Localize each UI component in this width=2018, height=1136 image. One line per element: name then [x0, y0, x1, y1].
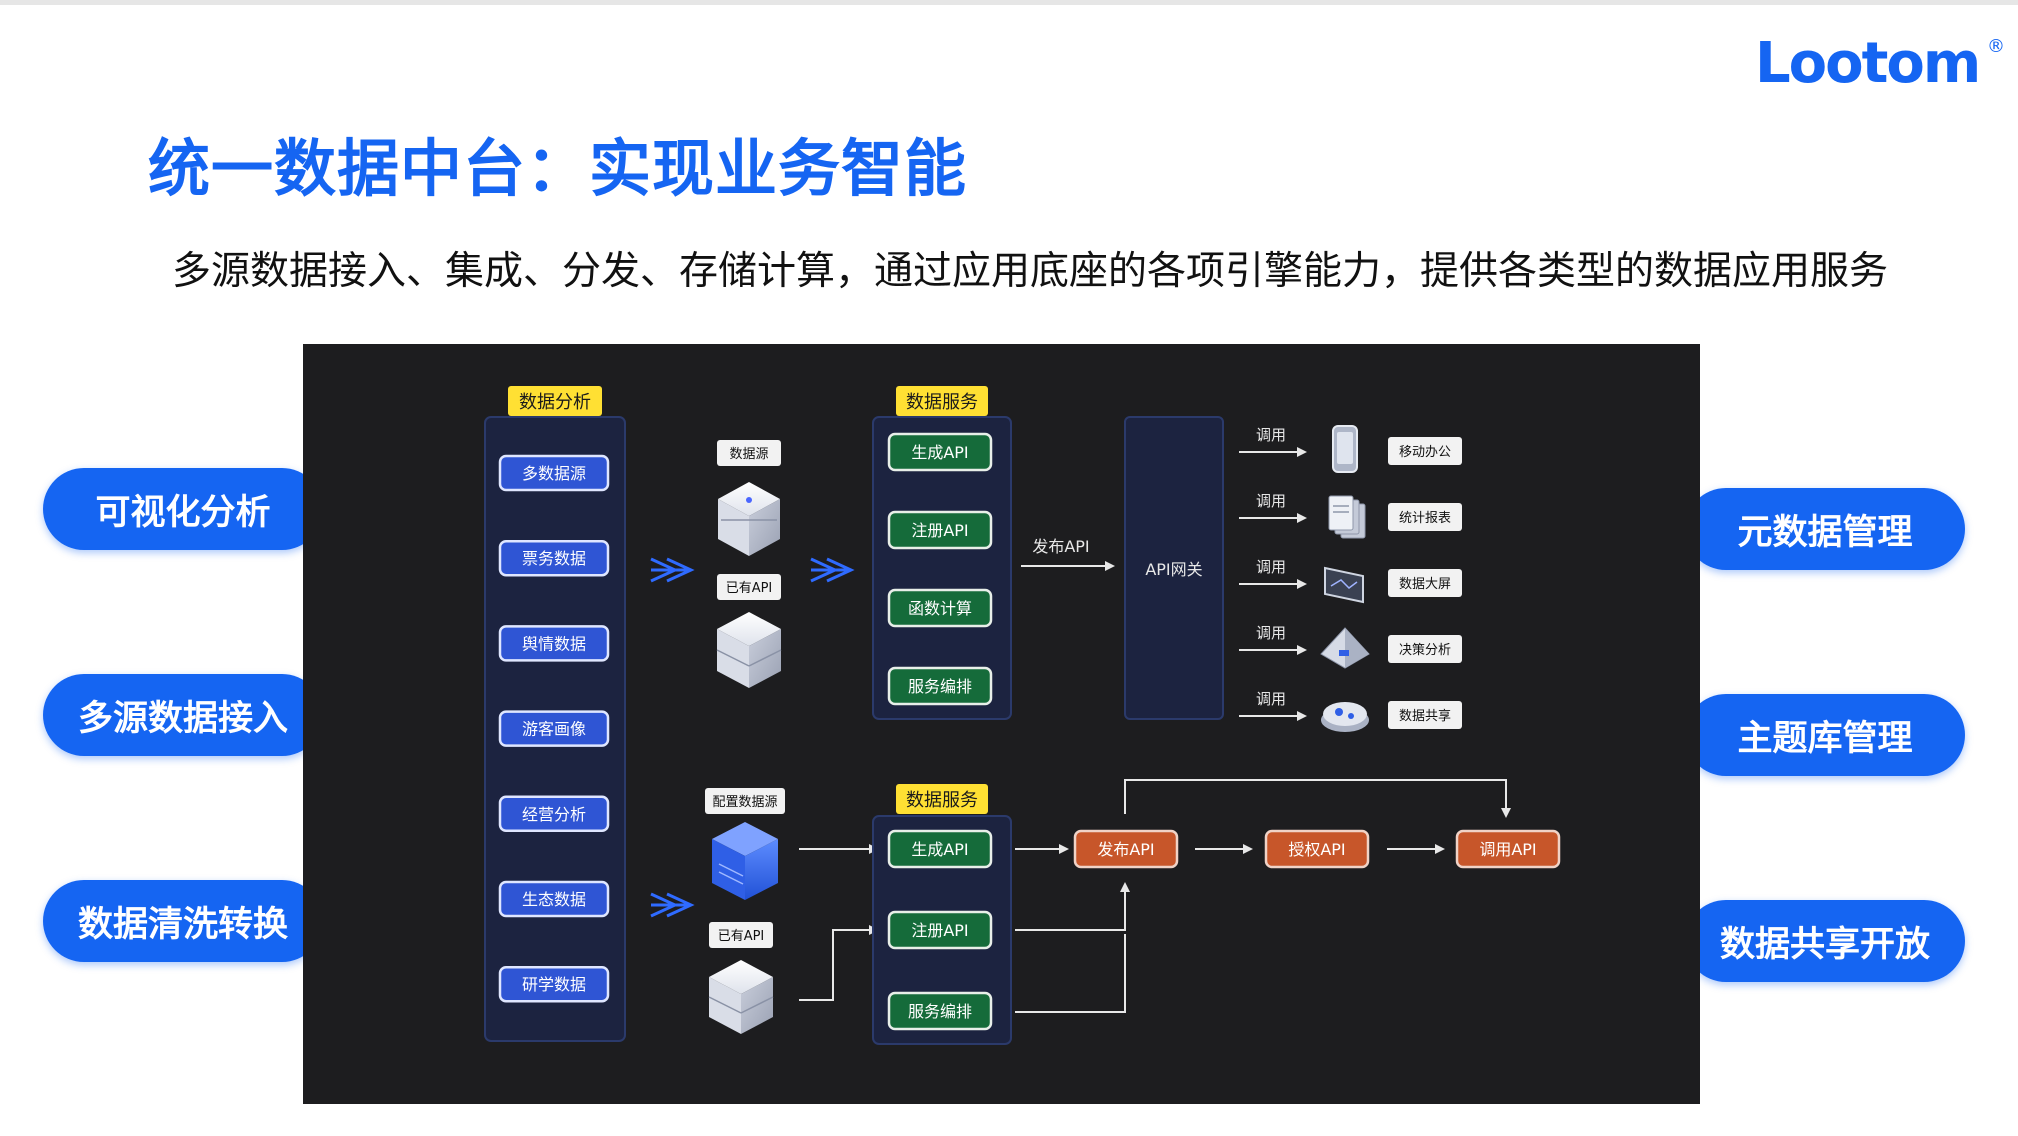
report-stack-icon — [1328, 495, 1366, 539]
analysis-item-1[interactable]: 票务数据 — [498, 539, 610, 577]
analysis-item-3-label: 游客画像 — [522, 720, 586, 739]
analysis-item-6[interactable]: 研学数据 — [498, 965, 610, 1003]
consumer-tag-3 — [1388, 635, 1462, 663]
analysis-item-1-label: 票务数据 — [522, 549, 586, 568]
analysis-tag-label: 数据分析 — [519, 392, 591, 413]
pipeline-item-2[interactable]: 调用API — [1455, 829, 1561, 869]
analysis-item-5[interactable]: 生态数据 — [498, 880, 610, 918]
pill-multi-source-ingest[interactable]: 多源数据接入 — [43, 674, 323, 756]
call-label-3: 调用 — [1256, 624, 1286, 642]
analysis-tag — [508, 386, 602, 416]
bottom-service-tag-label: 数据服务 — [906, 790, 978, 811]
pill-metadata-management[interactable]: 元数据管理 — [1685, 488, 1965, 570]
analysis-item-2[interactable]: 舆情数据 — [498, 625, 610, 662]
top-service-item-0-label: 生成API — [911, 443, 968, 462]
analysis-item-0-label: 多数据源 — [522, 464, 586, 483]
analysis-item-6-label: 研学数据 — [522, 975, 586, 994]
flow-chevron-1 — [650, 557, 695, 583]
bottom-existing-api-server-icon — [708, 960, 774, 1034]
bottom-service-item-1[interactable]: 注册API — [887, 910, 993, 950]
call-label-1: 调用 — [1256, 492, 1286, 510]
top-existing-api: 已有API — [716, 574, 782, 688]
bottom-service-item-0-label: 生成API — [911, 840, 968, 859]
lootom-logo: Lootom ® — [1755, 31, 2005, 90]
gateway-label: API网关 — [1145, 560, 1202, 579]
top-service-column: 数据服务 — [872, 386, 1012, 720]
top-service-item-1-label: 注册API — [911, 521, 968, 540]
call-label-4: 调用 — [1256, 690, 1286, 708]
pill-visual-analysis[interactable]: 可视化分析 — [43, 468, 323, 550]
consumer-label-4: 数据共享 — [1399, 708, 1451, 724]
page-title: 统一数据中台：实现业务智能 — [148, 132, 968, 205]
existing-api-server-icon — [716, 612, 782, 688]
cloud-share-icon — [1321, 702, 1369, 732]
bottom-service-item-2-label: 服务编排 — [908, 1002, 972, 1021]
analysis-item-3[interactable]: 游客画像 — [498, 710, 610, 747]
consumer-tag-0 — [1388, 437, 1462, 465]
register-to-publish-arrow — [1015, 882, 1130, 931]
analysis-item-4[interactable]: 经营分析 — [498, 795, 610, 833]
blue-datasource-icon — [712, 822, 778, 900]
pipeline-item-1[interactable]: 授权API — [1264, 829, 1370, 869]
top-service-item-1[interactable]: 注册API — [887, 510, 993, 550]
analysis-item-4-label: 经营分析 — [522, 805, 586, 824]
consumer-label-1: 统计报表 — [1399, 511, 1451, 526]
consumer-tag-1 — [1388, 503, 1462, 531]
pipeline-item-0[interactable]: 发布API — [1073, 829, 1179, 869]
config-datasource-label: 配置数据源 — [712, 795, 777, 810]
bottom-service-item-0[interactable]: 生成API — [887, 829, 993, 869]
consumer-label-0: 移动办公 — [1399, 445, 1451, 460]
decision-pyramid-icon — [1320, 627, 1370, 669]
publish-to-call-bypass-arrow — [1124, 779, 1511, 818]
analysis-item-5-label: 生态数据 — [522, 890, 586, 909]
pipeline-item-0-label: 发布API — [1097, 840, 1154, 859]
consumer-label-2: 数据大屏 — [1399, 577, 1451, 592]
call-label-0: 调用 — [1256, 426, 1286, 444]
analysis-item-2-label: 舆情数据 — [522, 634, 586, 653]
flow-chevron-2 — [810, 557, 855, 583]
flow-chevron-3 — [650, 892, 695, 918]
datasource-label: 数据源 — [729, 447, 768, 462]
consumer-label-3: 决策分析 — [1399, 642, 1451, 658]
top-datasource: 数据源 — [717, 440, 781, 556]
architecture-diagram: 数据分析 多数据源票务数据舆情数据游客画像经营分析生态数据研学数据 数据源 已有… — [303, 344, 1700, 1104]
consumer-tag-4 — [1388, 701, 1462, 729]
call-label-2: 调用 — [1256, 558, 1286, 576]
bottom-existing-api: 已有API — [708, 922, 774, 1034]
existing-to-register-arrow — [799, 925, 879, 1001]
pipeline-item-2-label: 调用API — [1479, 840, 1536, 859]
top-service-tag-label: 数据服务 — [906, 392, 978, 413]
bottom-service-item-2[interactable]: 服务编排 — [887, 991, 993, 1031]
top-service-item-2-label: 函数计算 — [908, 599, 972, 618]
top-service-item-3-label: 服务编排 — [908, 677, 972, 696]
logo-text: Lootom — [1755, 31, 1979, 90]
big-screen-icon — [1324, 566, 1364, 604]
top-service-item-2[interactable]: 函数计算 — [887, 588, 993, 628]
pill-data-sharing[interactable]: 数据共享开放 — [1685, 900, 1965, 982]
top-border — [0, 0, 2018, 5]
top-service-item-0[interactable]: 生成API — [887, 432, 993, 472]
pill-topic-library[interactable]: 主题库管理 — [1685, 694, 1965, 776]
bottom-service-item-1-label: 注册API — [911, 921, 968, 940]
page-subtitle: 多源数据接入、集成、分发、存储计算，通过应用底座的各项引擎能力，提供各类型的数据… — [172, 249, 1889, 294]
datasource-server-icon — [718, 482, 780, 556]
api-gateway: API网关 — [1124, 416, 1224, 720]
bottom-existing-api-label: 已有API — [718, 929, 765, 944]
top-service-item-3[interactable]: 服务编排 — [887, 666, 993, 706]
publish-api-label: 发布API — [1032, 537, 1089, 556]
pill-data-cleaning[interactable]: 数据清洗转换 — [43, 880, 323, 962]
consumer-tag-2 — [1388, 569, 1462, 597]
bottom-config-datasource: 配置数据源 — [705, 788, 785, 900]
existing-api-label: 已有API — [726, 581, 773, 596]
analysis-item-0[interactable]: 多数据源 — [498, 454, 610, 492]
registered-mark: ® — [1987, 36, 2005, 57]
pipeline-item-1-label: 授权API — [1288, 840, 1345, 859]
orchestrate-to-publish-arrow — [1015, 934, 1126, 1013]
mobile-icon — [1332, 425, 1358, 473]
